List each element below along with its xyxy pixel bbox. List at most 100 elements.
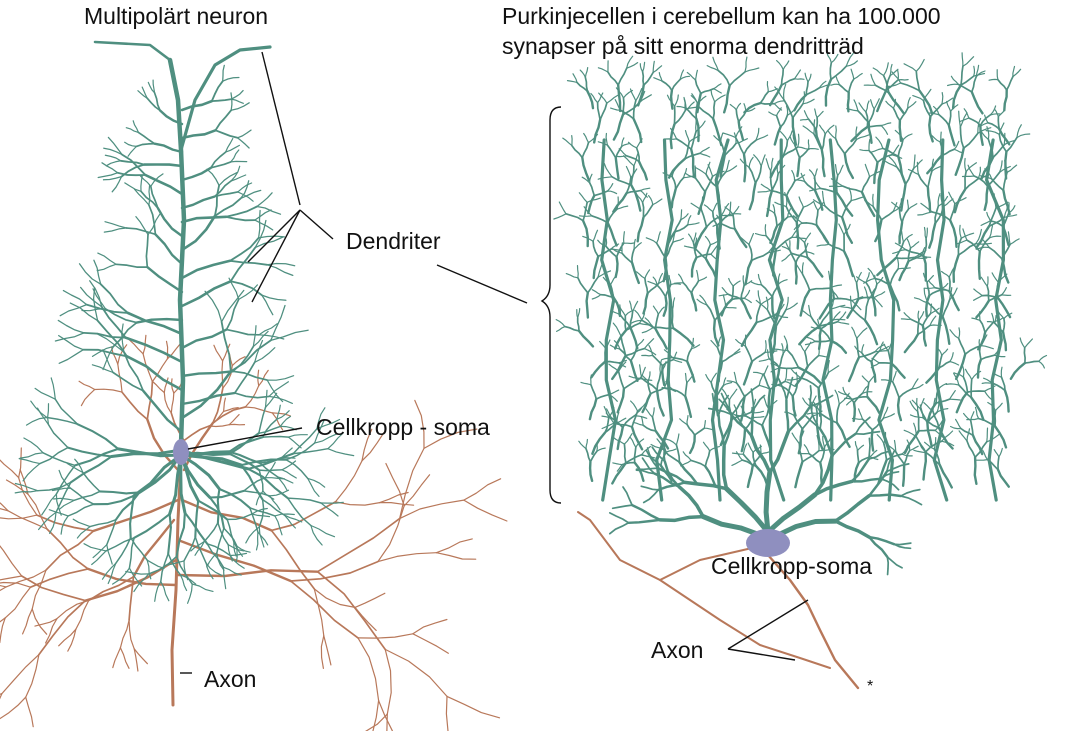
purkinje-dendrite-branch	[854, 74, 862, 80]
multipolar-axon-branch	[89, 577, 134, 601]
purkinje-dendrite-branch	[750, 183, 756, 209]
purkinje-dendrite-branch	[671, 284, 681, 285]
purkinje-dendrite-branch	[968, 391, 985, 392]
multipolar-oblique-dendrite	[106, 161, 120, 166]
multipolar-axon-branch	[46, 531, 94, 570]
purkinje-dendrite-branch	[924, 89, 931, 100]
purkinje-dendrite-branch	[951, 76, 958, 84]
purkinje-primary-dendrite	[724, 447, 727, 489]
purkinje-dendrite-branch	[852, 327, 857, 338]
purkinje-dendrite-branch	[837, 176, 838, 194]
purkinje-primary-dendrite	[887, 557, 902, 568]
purkinje-dendrite-branch	[783, 61, 789, 70]
multipolar-axon-branch	[358, 638, 379, 701]
purkinje-dendrite-branch	[596, 395, 609, 399]
purkinje-dendrite-branch	[752, 252, 769, 260]
purkinje-dendrite-branch	[639, 162, 647, 180]
purkinje-dendrite-branch	[864, 278, 875, 283]
purkinje-dendrite-branch	[634, 243, 641, 249]
purkinje-dendrite-branch	[699, 277, 707, 281]
purkinje-dendrite-branch	[672, 310, 673, 328]
purkinje-dendrite-branch	[590, 462, 592, 481]
multipolar-basal-dendrite	[38, 408, 49, 425]
purkinje-dendrite-branch	[857, 338, 859, 357]
purkinje-dendrite-branch	[961, 76, 974, 85]
purkinje-dendrite-branch	[855, 442, 857, 451]
purkinje-dendrite-branch	[644, 349, 655, 355]
purkinje-dendrite-branch	[808, 140, 809, 149]
multipolar-oblique-dendrite	[147, 267, 182, 292]
purkinje-dendrite-branch	[649, 196, 653, 205]
purkinje-dendrite-branch	[600, 103, 607, 120]
purkinje-dendrite-branch	[680, 419, 688, 425]
multipolar-oblique-dendrite	[138, 132, 154, 143]
multipolar-axon-branch	[446, 696, 449, 731]
purkinje-dendrite-branch	[950, 362, 959, 366]
purkinje-dendrite-branch	[629, 142, 637, 148]
purkinje-dendrite-branch	[950, 353, 953, 362]
purkinje-dendrite-branch	[624, 243, 635, 244]
purkinje-dendrite-branch	[929, 224, 935, 248]
purkinje-dendrite-branch	[927, 423, 931, 445]
multipolar-oblique-dendrite	[118, 173, 146, 175]
purkinje-dendrite-branch	[971, 380, 972, 398]
purkinje-dendrite-branch	[622, 463, 635, 465]
purkinje-dendrite-branch	[979, 252, 980, 279]
purkinje-dendrite-branch	[767, 82, 768, 92]
purkinje-dendrite-branch	[613, 323, 621, 336]
multipolar-basal-dendrite	[20, 453, 43, 458]
multipolar-oblique-dendrite	[238, 130, 252, 138]
purkinje-dendrite-branch	[919, 174, 928, 187]
purkinje-dendrite-branch	[578, 318, 579, 331]
purkinje-dendrite-branch	[963, 176, 975, 177]
purkinje-dendrite-branch	[587, 91, 593, 108]
purkinje-dendrite-branch	[714, 320, 718, 345]
multipolar-basal-dendrite	[188, 584, 193, 603]
purkinje-dendrite-branch	[839, 85, 848, 93]
purkinje-dendrite-branch	[557, 327, 565, 332]
purkinje-dendrite-branch	[578, 278, 588, 293]
purkinje-dendrite-branch	[808, 74, 811, 82]
multipolar-basal-dendrite	[198, 501, 227, 520]
purkinje-dendrite-branch	[920, 443, 927, 453]
purkinje-dendrite-branch	[696, 178, 705, 191]
purkinje-dendrite-branch	[998, 117, 999, 129]
multipolar-axon-branch	[314, 589, 324, 636]
purkinje-dendrite-branch	[718, 71, 729, 86]
purkinje-dendrite-branch	[893, 372, 897, 382]
multipolar-oblique-dendrite	[182, 371, 233, 376]
purkinje-dendrite-branch	[858, 450, 859, 462]
purkinje-dendrite-branch	[978, 360, 981, 378]
purkinje-dendrite-branch	[634, 101, 636, 119]
purkinje-dendrite-branch	[810, 288, 830, 290]
leader-dendriter-to-bracket	[437, 265, 527, 303]
purkinje-dendrite-branch	[913, 96, 924, 101]
purkinje-dendrite-branch	[608, 223, 617, 246]
purkinje-dendrite-branch	[855, 463, 859, 482]
multipolar-axon-branch	[385, 649, 447, 696]
purkinje-dendrite-branch	[664, 297, 667, 316]
multipolar-oblique-dendrite	[235, 393, 269, 398]
purkinje-dendrite-branch	[992, 179, 1004, 190]
purkinje-dendrite-branch	[618, 389, 624, 413]
purkinje-dendrite-branch	[998, 80, 1007, 90]
purkinje-dendrite-branch	[926, 228, 927, 239]
purkinje-dendrite-branch	[739, 111, 746, 121]
purkinje-dendrite-branch	[929, 117, 932, 142]
multipolar-basal-dendrite	[282, 461, 296, 470]
purkinje-dendrite-branch	[725, 207, 733, 214]
purkinje-dendrite-branch	[729, 279, 734, 287]
purkinje-dendrite-branch	[798, 134, 799, 147]
multipolar-oblique-dendrite	[238, 138, 250, 148]
purkinje-dendrite-branch	[597, 442, 598, 451]
purkinje-dendrite-branch	[705, 466, 715, 485]
purkinje-dendrite-branch	[975, 457, 977, 484]
purkinje-dendrite-branch	[594, 120, 600, 143]
purkinje-dendrite-branch	[757, 305, 761, 323]
purkinje-dendrite-branch	[929, 290, 941, 296]
purkinje-dendrite-branch	[779, 354, 783, 368]
purkinje-dendrite-branch	[696, 168, 706, 175]
multipolar-axon-branch	[214, 345, 223, 361]
multipolar-oblique-dendrite	[231, 103, 249, 110]
